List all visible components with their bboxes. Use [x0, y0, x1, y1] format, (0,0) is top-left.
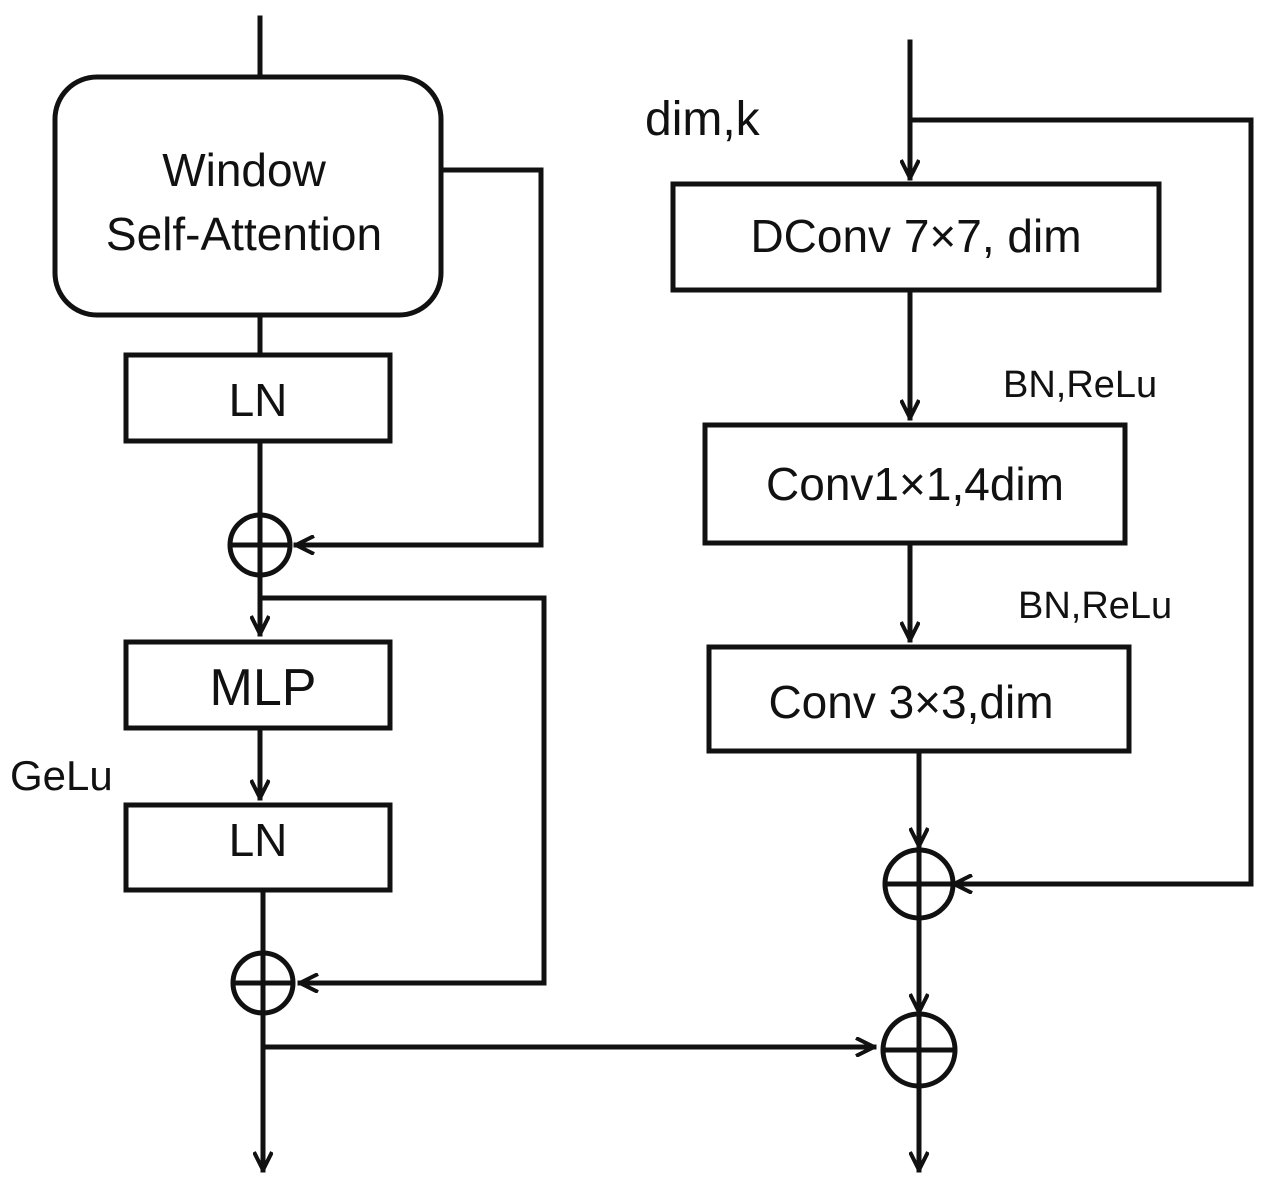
conv1x1-label: Conv1×1,4dim	[766, 458, 1064, 510]
dconv-label: DConv 7×7, dim	[750, 210, 1081, 262]
conv1x1-box	[702, 422, 1128, 546]
attention-label-line1: Window	[162, 144, 326, 196]
ln-label-1: LN	[229, 374, 288, 426]
ln-label-2: LN	[229, 814, 288, 866]
gelu-label: GeLu	[10, 752, 113, 799]
conv3x3-label: Conv 3×3,dim	[768, 676, 1053, 728]
mlp-label: MLP	[210, 659, 317, 717]
mlp-box	[123, 639, 393, 731]
input-label: dim,k	[645, 93, 761, 146]
conv3x3-box	[706, 644, 1132, 754]
residual-edge-2	[257, 595, 547, 983]
right-block: dim,k DConv 7×7, dim BN,ReLu Conv1×1,4di…	[645, 39, 1254, 1173]
bn-relu-label-2: BN,ReLu	[1018, 585, 1172, 627]
sum-node-4	[880, 1011, 958, 1089]
attention-label-line2: Self-Attention	[106, 208, 382, 260]
ln-box-1	[123, 352, 393, 444]
left-block: Window Self-Attention LN MLP GeLu LN	[10, 15, 877, 1173]
dconv-box	[670, 181, 1162, 293]
residual-edge-right	[907, 117, 1254, 884]
window-self-attention-box	[52, 74, 444, 318]
sum-node-2	[230, 950, 296, 1016]
sum-node-1	[227, 512, 293, 578]
sum-node-3	[882, 847, 956, 921]
ln-box-2	[123, 802, 393, 893]
residual-edge-1	[293, 167, 544, 545]
bn-relu-label-1: BN,ReLu	[1003, 364, 1157, 406]
